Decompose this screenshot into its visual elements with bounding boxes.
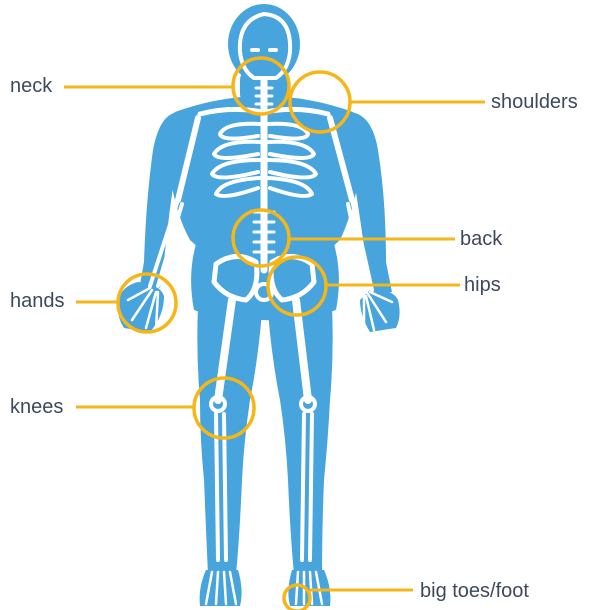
back-label: back — [460, 228, 502, 250]
hips-label: hips — [464, 274, 501, 296]
neck-label: neck — [10, 75, 52, 97]
body-silhouette-icon — [118, 4, 400, 606]
big-toes-foot-label: big toes/foot — [420, 580, 529, 602]
hands-label: hands — [10, 290, 65, 312]
shoulders-label: shoulders — [491, 91, 578, 113]
knees-label: knees — [10, 396, 63, 418]
